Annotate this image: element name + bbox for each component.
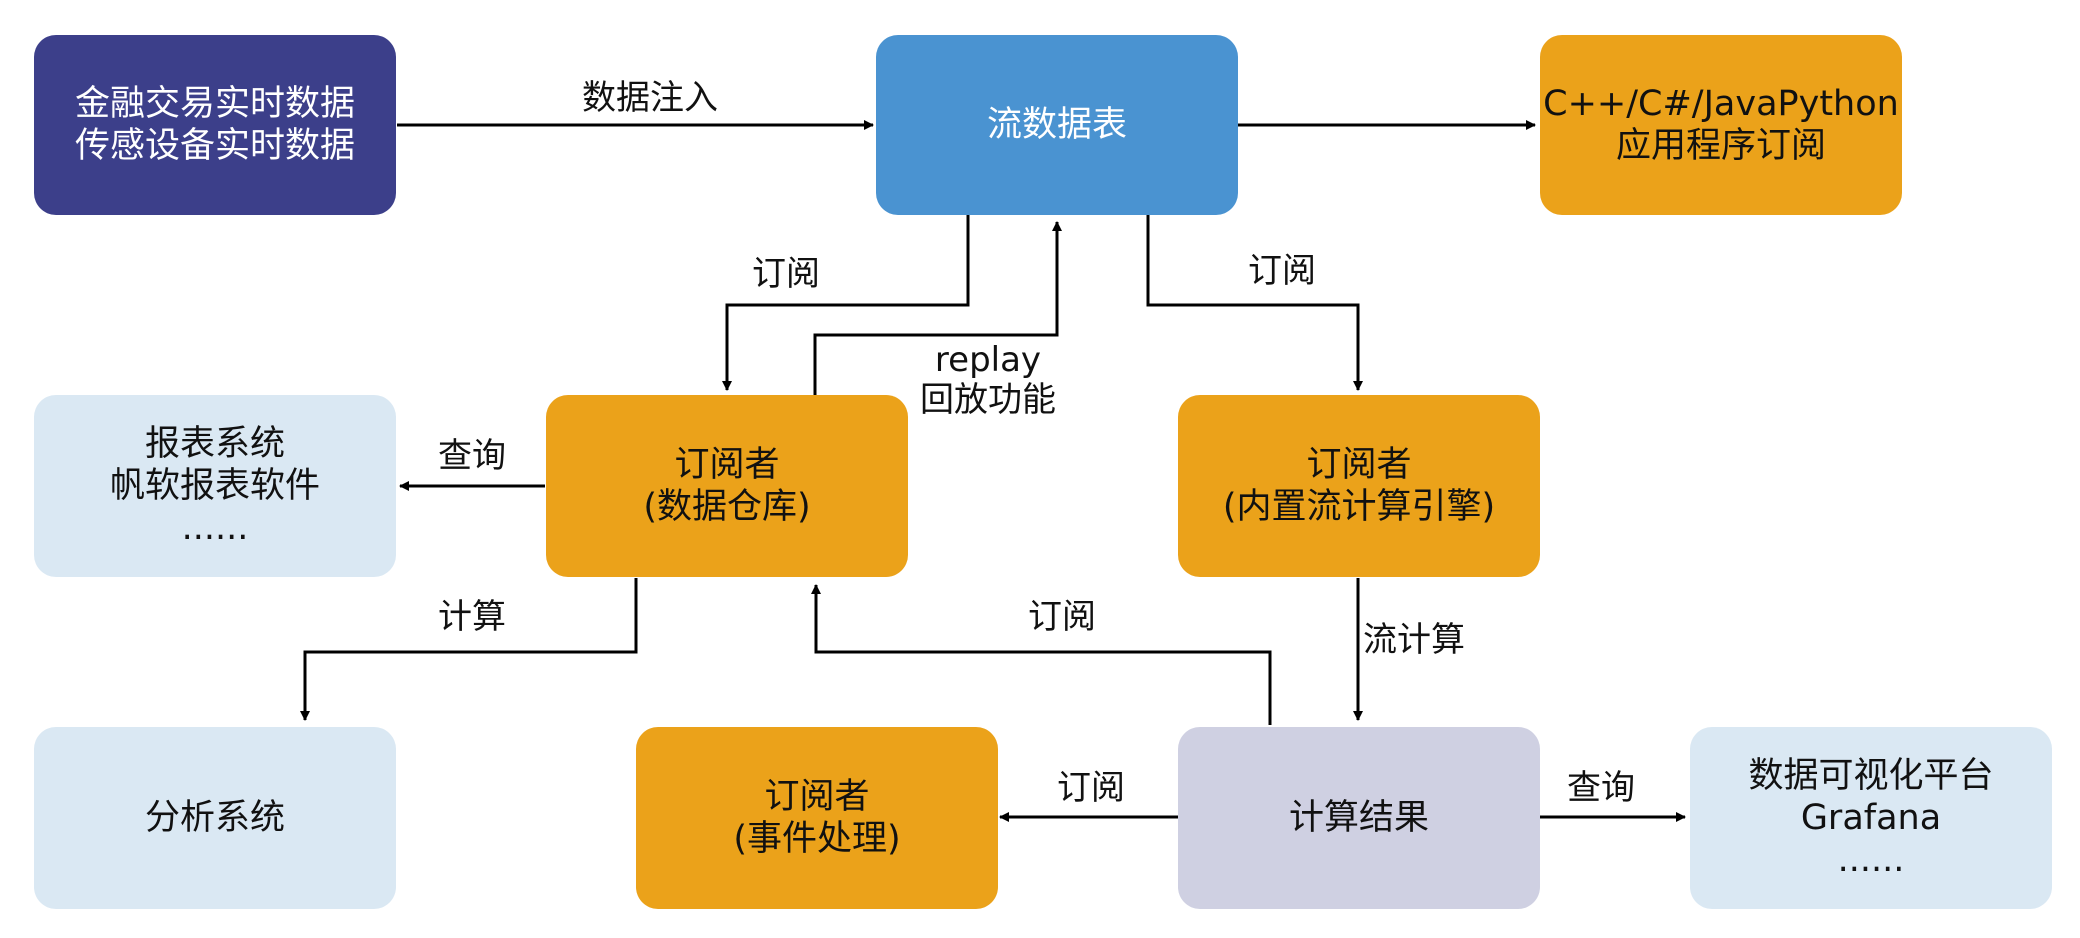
calc-result-node: 计算结果	[1178, 727, 1540, 909]
event-subscriber-node: 订阅者 (事件处理)	[636, 727, 998, 909]
calc-result-label: 计算结果	[1288, 798, 1429, 838]
realtime-source-node: 金融交易实时数据 传感设备实时数据	[34, 35, 396, 215]
engine-subscriber-node: 订阅者 (内置流计算引擎)	[1178, 395, 1540, 577]
subscribe-left-label: 订阅	[752, 254, 820, 294]
report-system-line-2: 帆软报表软件	[109, 466, 320, 506]
realtime-source-line-1: 金融交易实时数据	[74, 84, 355, 124]
grafana-line-3: ......	[1837, 840, 1905, 880]
replay-label-line-1: replay	[934, 340, 1042, 380]
compute-label: 计算	[438, 597, 506, 637]
grafana-line-1: 数据可视化平台	[1748, 756, 1994, 796]
stream-table-node: 流数据表	[876, 35, 1238, 215]
grafana-node: 数据可视化平台 Grafana ......	[1690, 727, 2052, 909]
subscribe-mid-label: 订阅	[1028, 597, 1096, 637]
engine-subscriber-line-2: (内置流计算引擎)	[1222, 487, 1496, 527]
stream-compute-label: 流计算	[1363, 620, 1465, 660]
app-subscribers-line-2: 应用程序订阅	[1615, 126, 1826, 166]
dw-subscriber-line-1: 订阅者	[674, 445, 780, 485]
edge-subscribe-dw	[722, 215, 970, 391]
event-subscriber-line-2: (事件处理)	[733, 819, 901, 859]
analysis-system-node: 分析系统	[34, 727, 396, 909]
report-system-line-1: 报表系统	[144, 424, 285, 464]
analysis-system-label: 分析系统	[144, 798, 285, 838]
app-subscribers-node: C++/C#/JavaPython 应用程序订阅	[1540, 35, 1902, 215]
subscribe-event-label: 订阅	[1057, 768, 1125, 808]
dw-subscriber-node: 订阅者 (数据仓库)	[546, 395, 908, 577]
query-right-label: 查询	[1567, 768, 1635, 808]
inject-label: 数据注入	[582, 78, 718, 118]
report-system-line-3: ......	[181, 508, 249, 548]
app-subscribers-line-1: C++/C#/JavaPython	[1543, 84, 1899, 124]
edge-compute-analysis	[300, 578, 638, 721]
edge-subscribe-dw-from-result	[811, 584, 1272, 725]
query-left-label: 查询	[438, 436, 506, 476]
stream-table-label: 流数据表	[986, 105, 1127, 145]
report-system-node: 报表系统 帆软报表软件 ......	[34, 395, 396, 577]
edge-replay	[813, 221, 1062, 395]
event-subscriber-line-1: 订阅者	[764, 777, 870, 817]
dw-subscriber-line-2: (数据仓库)	[643, 487, 811, 527]
subscribe-right-label: 订阅	[1248, 251, 1316, 291]
realtime-source-line-2: 传感设备实时数据	[74, 126, 355, 166]
engine-subscriber-line-1: 订阅者	[1306, 445, 1412, 485]
edge-subscribe-engine	[1146, 215, 1363, 391]
replay-label-line-2: 回放功能	[920, 380, 1056, 420]
replay-label: replay 回放功能	[920, 340, 1056, 420]
grafana-line-2: Grafana	[1800, 798, 1942, 838]
